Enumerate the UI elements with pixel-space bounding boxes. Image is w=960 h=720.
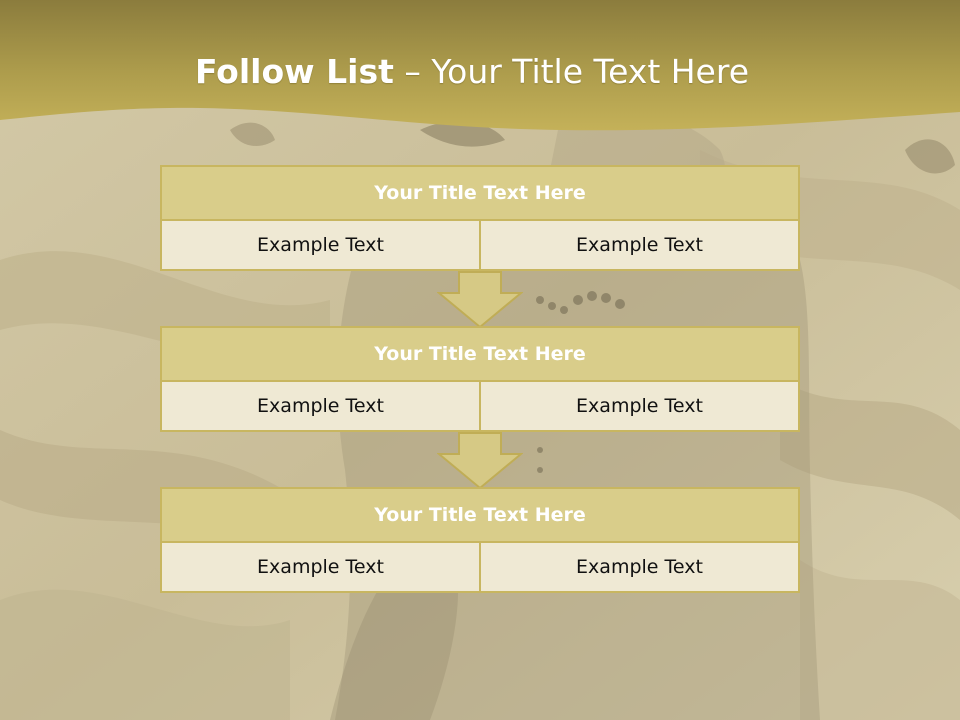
step-row: Example Text Example Text: [160, 382, 800, 432]
down-arrow-icon: [437, 271, 523, 329]
step-row: Example Text Example Text: [160, 221, 800, 271]
example-cell-left: Example Text: [160, 221, 481, 271]
step-block-2: Your Title Text Here Example Text Exampl…: [160, 326, 800, 432]
header-band: [0, 0, 960, 131]
step-title: Your Title Text Here: [160, 165, 800, 221]
slide-title-bold: Follow List: [194, 52, 394, 91]
slide-title: Follow List – Your Title Text Here: [0, 52, 944, 91]
example-cell-left: Example Text: [160, 382, 481, 432]
example-cell-right: Example Text: [481, 221, 800, 271]
example-cell-right: Example Text: [481, 382, 800, 432]
step-block-1: Your Title Text Here Example Text Exampl…: [160, 165, 800, 271]
step-title: Your Title Text Here: [160, 326, 800, 382]
step-row: Example Text Example Text: [160, 543, 800, 593]
slide-title-rest: – Your Title Text Here: [404, 52, 750, 91]
step-title: Your Title Text Here: [160, 487, 800, 543]
example-cell-right: Example Text: [481, 543, 800, 593]
step-block-3: Your Title Text Here Example Text Exampl…: [160, 487, 800, 593]
down-arrow-icon: [437, 432, 523, 490]
example-cell-left: Example Text: [160, 543, 481, 593]
